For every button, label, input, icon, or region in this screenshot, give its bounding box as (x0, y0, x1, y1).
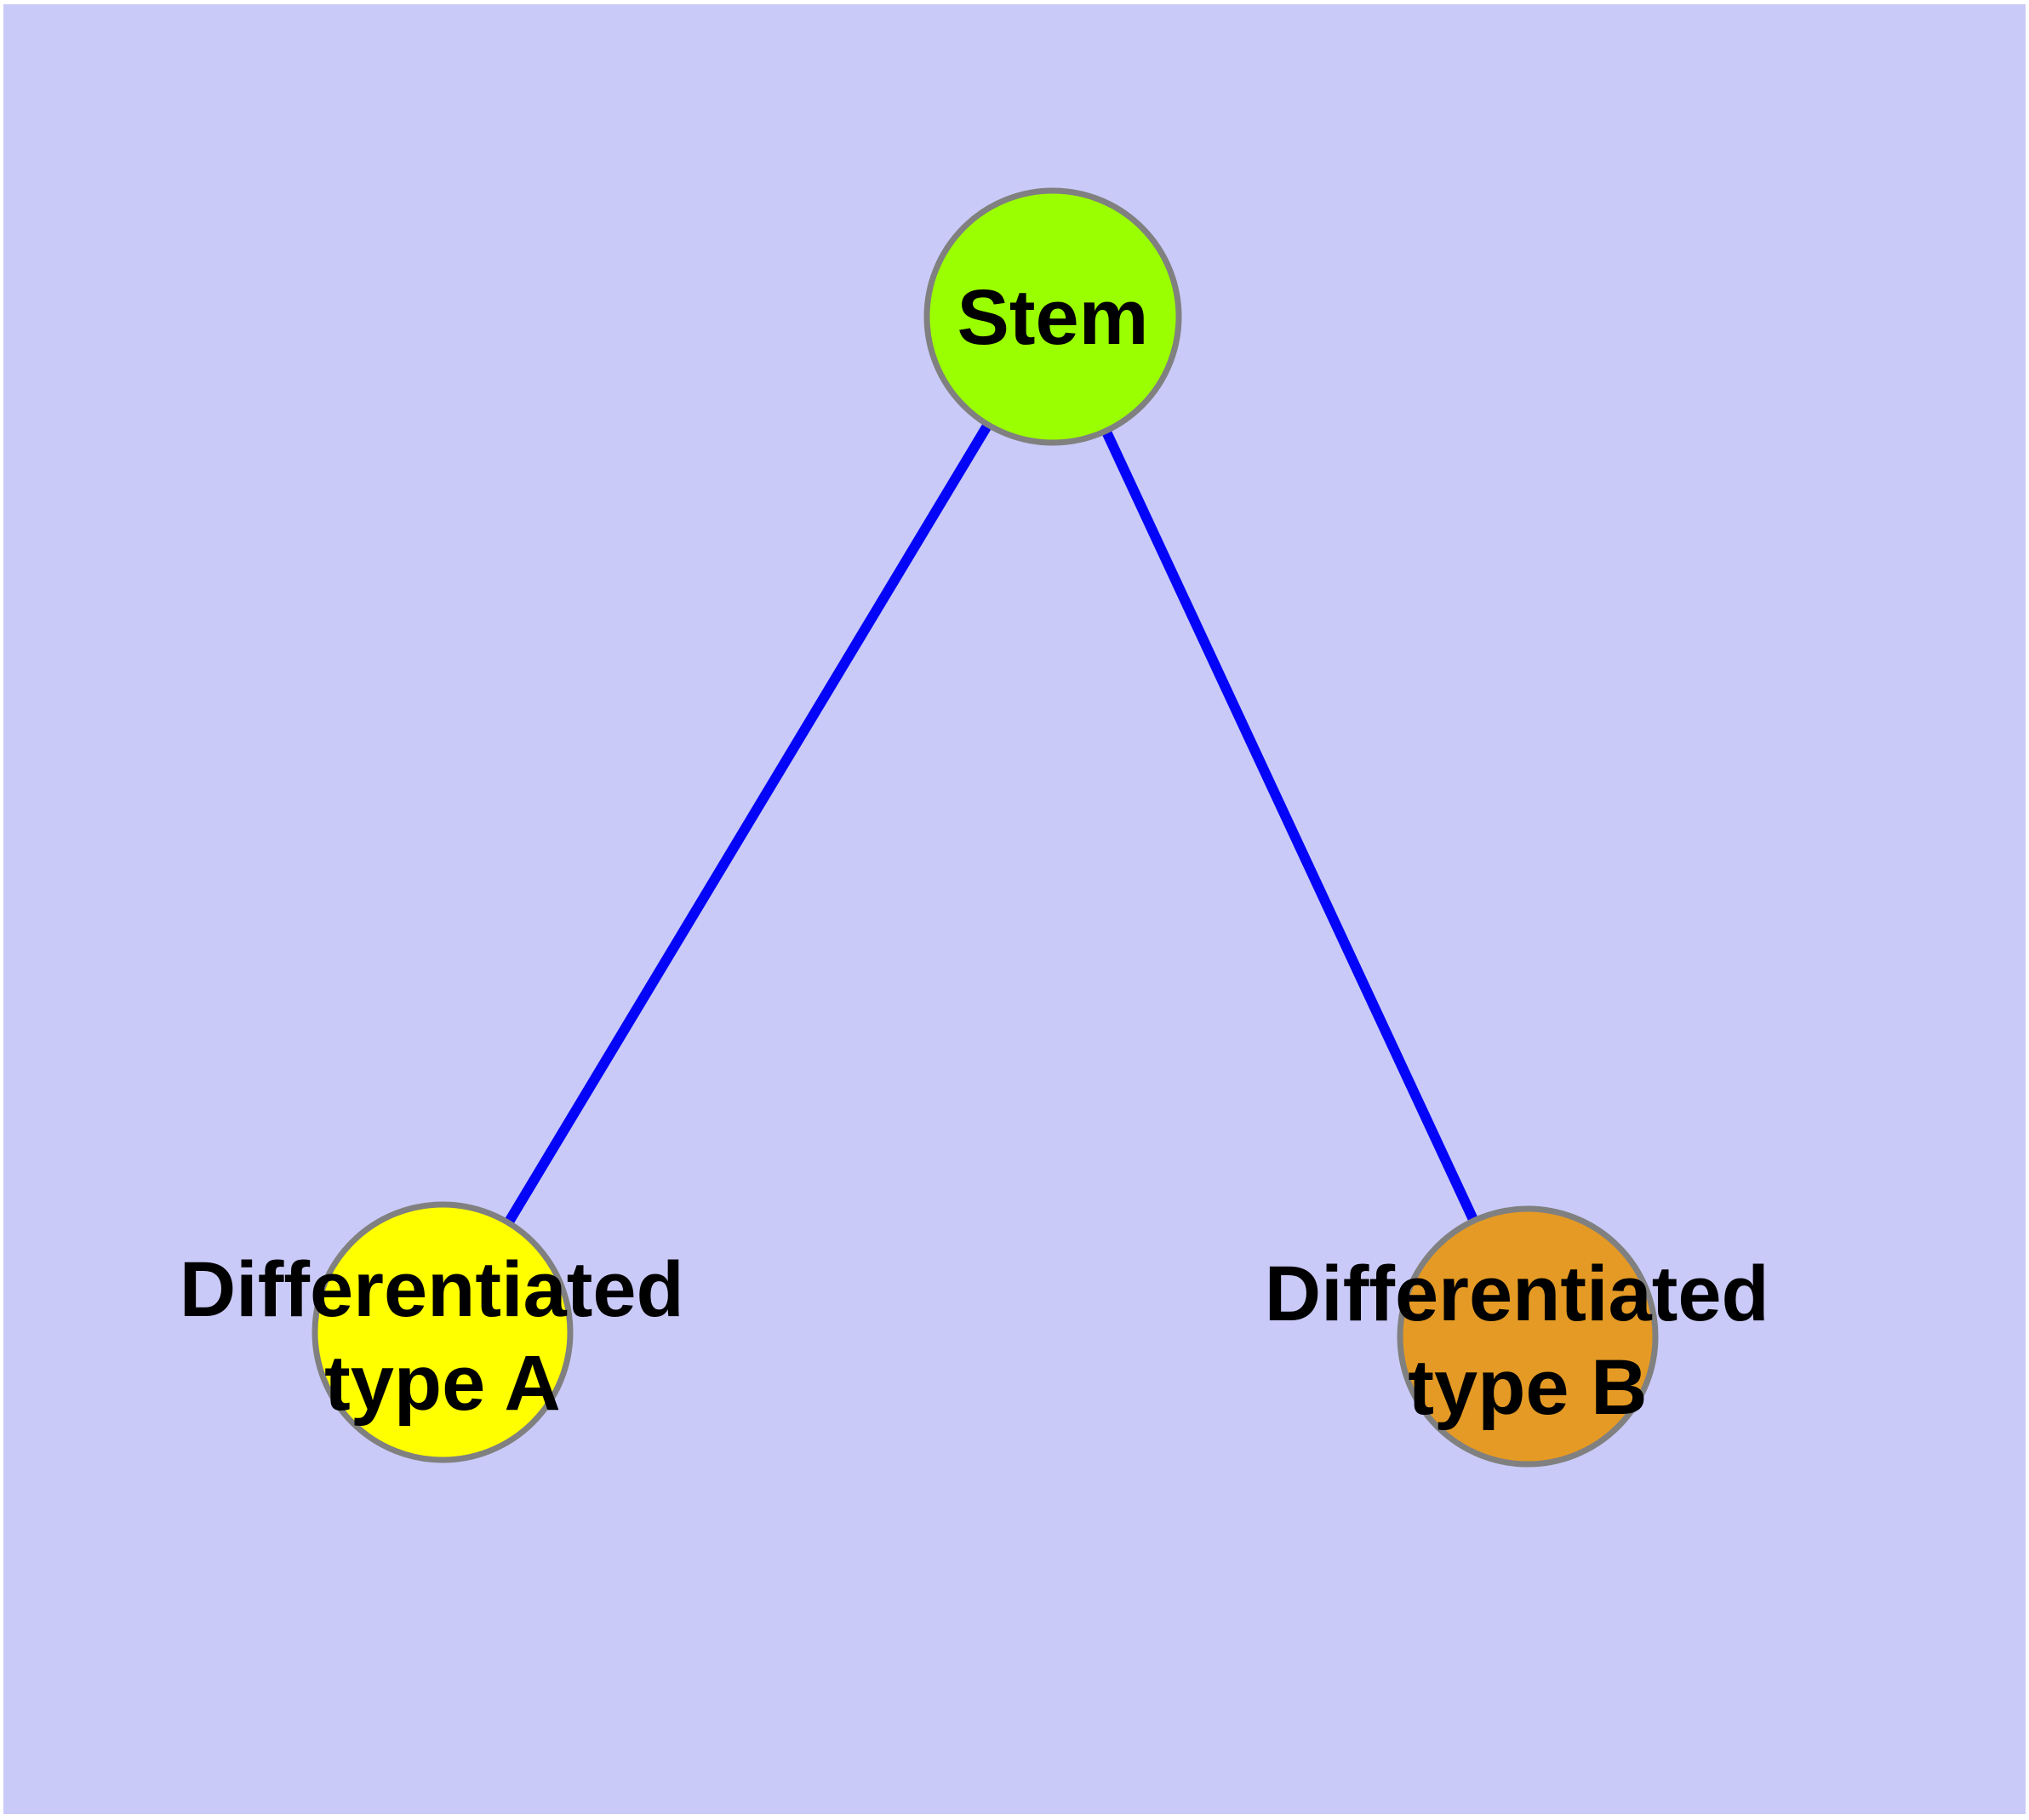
node-type-a-label: Differentiated type A (180, 1246, 706, 1427)
node-type-b-label: Differentiated type B (1265, 1251, 1792, 1431)
node-type-b-label-line1: Differentiated (1265, 1251, 1769, 1337)
node-stem-label: Stem (957, 274, 1149, 361)
edge-stem-to-type-a (437, 313, 1058, 1336)
edge-group (437, 313, 1533, 1339)
node-type-a-label-line1: Differentiated (180, 1246, 684, 1333)
node-type-a-circle (311, 1201, 574, 1463)
edge-stem-to-type-b (1048, 314, 1533, 1339)
node-type-b-circle (1397, 1205, 1659, 1468)
node-differentiated-type-b: Differentiated type B (1265, 1205, 1792, 1468)
node-type-a-label-line2: type A (324, 1340, 561, 1427)
node-stem-circle (923, 187, 1182, 446)
node-differentiated-type-a: Differentiated type A (180, 1201, 706, 1463)
node-stem: Stem (923, 187, 1182, 446)
node-type-b-label-line2: type B (1408, 1344, 1647, 1431)
